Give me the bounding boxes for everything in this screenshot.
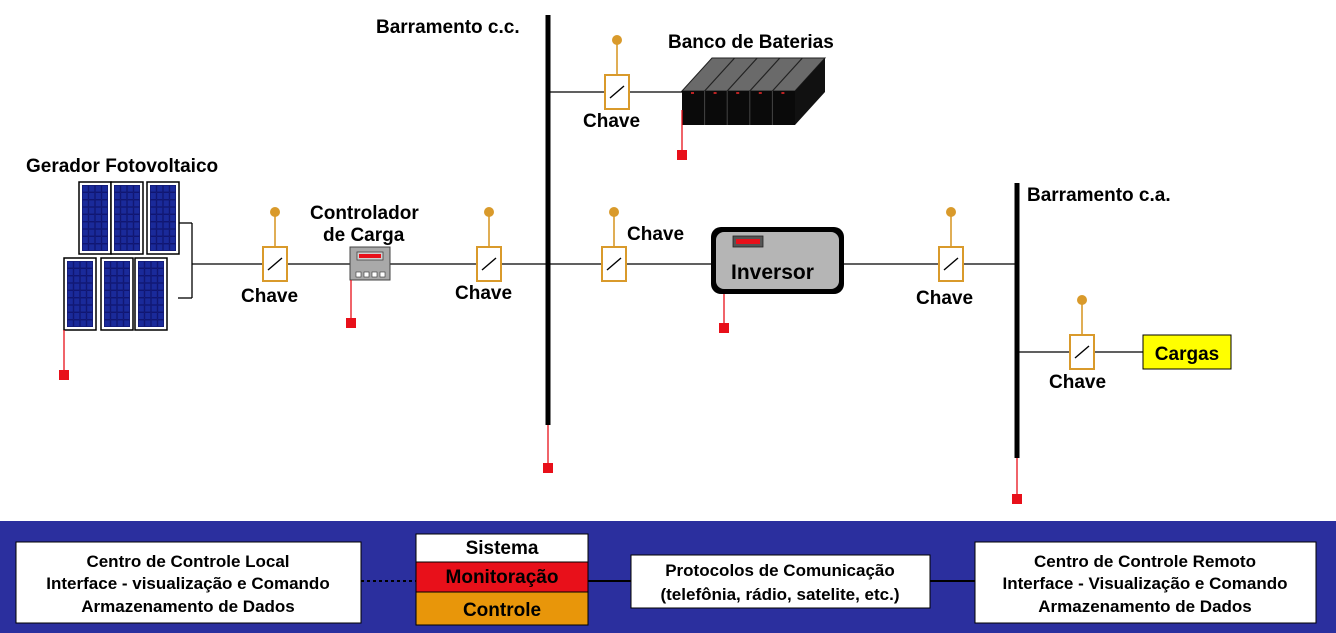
controller-label-line1: Controlador [310,203,419,224]
controle-label: Controle [463,600,541,621]
local-line1: Centro de Controle Local [86,552,289,571]
pv-module [78,181,112,255]
protocols-line1: Protocolos de Comunicação [665,561,895,580]
pv-module [110,181,144,255]
controle-box [415,591,589,626]
sistema-box [415,533,589,563]
switch-battery [604,35,630,110]
switch-inverter-label: Chave [627,224,684,245]
remote-control-box [974,541,1317,624]
local-control-box [15,541,362,624]
switch-controller-label: Chave [455,283,512,304]
bus-ac-label: Barramento c.a. [1027,185,1171,206]
pv-generator-label: Gerador Fotovoltaico [26,156,218,177]
controller-label-line2: de Carga [323,225,405,246]
loads-label: Cargas [1155,344,1219,365]
local-line2: Interface - visualização e Comando [46,574,329,593]
bus-dc-label: Barramento c.c. [376,17,520,38]
switch-ac-label: Chave [916,288,973,309]
protocols-line2: (telefônia, rádio, satelite, etc.) [660,585,899,604]
battery-bank-label: Banco de Baterias [668,32,834,53]
charge-controller [346,246,391,328]
monitoracao-box [415,561,589,593]
switch-ac [938,207,964,282]
monitoring-band: Centro de Controle Local Interface - vis… [0,521,1336,633]
inverter-label: Inversor [731,261,814,284]
switch-battery-label: Chave [583,111,640,132]
switch-pv [262,207,288,282]
pv-module [146,181,180,255]
remote-line1: Centro de Controle Remoto [1034,552,1256,571]
switch-controller [476,207,502,282]
inverter [711,227,844,333]
switch-inverter [601,207,627,282]
pv-module [63,257,97,331]
switch-pv-label: Chave [241,286,298,307]
local-line3: Armazenamento de Dados [81,597,295,616]
switch-load-label: Chave [1049,372,1106,393]
bus-ac [1012,183,1022,504]
pv-generator [59,181,180,380]
battery-bank [677,57,827,160]
pv-module [100,257,134,331]
sistema-label: Sistema [466,538,539,559]
bus-dc [543,15,553,473]
loads-box [1142,334,1232,370]
remote-line3: Armazenamento de Dados [1038,597,1252,616]
monitoracao-label: Monitoração [446,567,559,588]
switch-load [1069,295,1095,370]
remote-line2: Interface - Visualização e Comando [1003,574,1288,593]
pv-module [134,257,168,331]
